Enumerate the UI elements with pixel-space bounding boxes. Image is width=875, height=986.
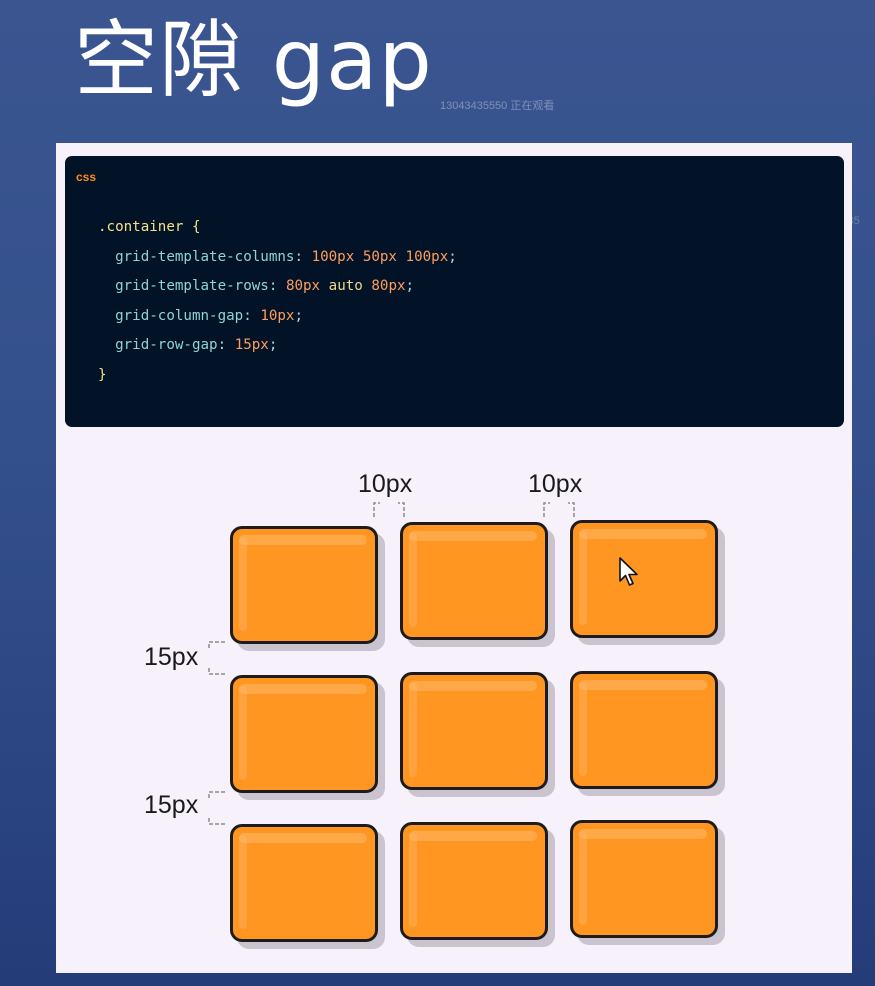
slide-title: 空隙 gap [74, 11, 433, 109]
row-gap-label: 15px [144, 643, 199, 671]
code-closing-brace: } [98, 366, 107, 383]
code-property: grid-template-rows [115, 278, 269, 295]
column-gap-label: 10px [528, 470, 583, 498]
code-value: 80px auto 80px [285, 278, 406, 295]
grid-item [230, 824, 378, 942]
grid-item [400, 522, 548, 640]
grid-gap-diagram: 10px 10px 15px 15px [56, 143, 852, 973]
column-gap-label: 10px [358, 470, 413, 498]
grid-item [570, 671, 718, 789]
code-value: 15px [234, 337, 269, 354]
grid-item [400, 822, 548, 940]
viewer-watermark: 13043435550 正在观看 [440, 100, 555, 112]
code-value: 100px 50px 100px [311, 248, 449, 265]
row-gap-bracket-icon [208, 791, 225, 825]
code-text: .container { grid-template-columns: 100p… [98, 213, 457, 391]
row-gap-bracket-icon [208, 641, 225, 675]
grid-item [570, 820, 718, 938]
code-property: grid-column-gap [115, 307, 244, 324]
row-gap-label: 15px [144, 791, 199, 819]
grid-item [230, 526, 378, 644]
mouse-pointer-icon [619, 557, 638, 586]
code-property: grid-template-columns [115, 248, 295, 265]
code-line: grid-template-rows: 80px auto 80px; [115, 278, 415, 295]
code-property: grid-row-gap [115, 337, 218, 354]
code-block: css .container { grid-template-columns: … [65, 156, 844, 427]
code-line: grid-column-gap: 10px; [115, 307, 304, 324]
column-gap-bracket-icon [543, 502, 575, 517]
grid-item [570, 520, 718, 638]
code-value: 10px [260, 307, 295, 324]
code-language-tag: css [76, 170, 97, 184]
code-selector: .container { [98, 219, 201, 235]
column-gap-bracket-icon [373, 502, 405, 517]
code-line: grid-template-columns: 100px 50px 100px; [115, 248, 457, 265]
grid-item [400, 672, 548, 790]
slide-content: css .container { grid-template-columns: … [56, 143, 852, 973]
grid-item [230, 675, 378, 793]
code-line: grid-row-gap: 15px; [115, 337, 278, 354]
